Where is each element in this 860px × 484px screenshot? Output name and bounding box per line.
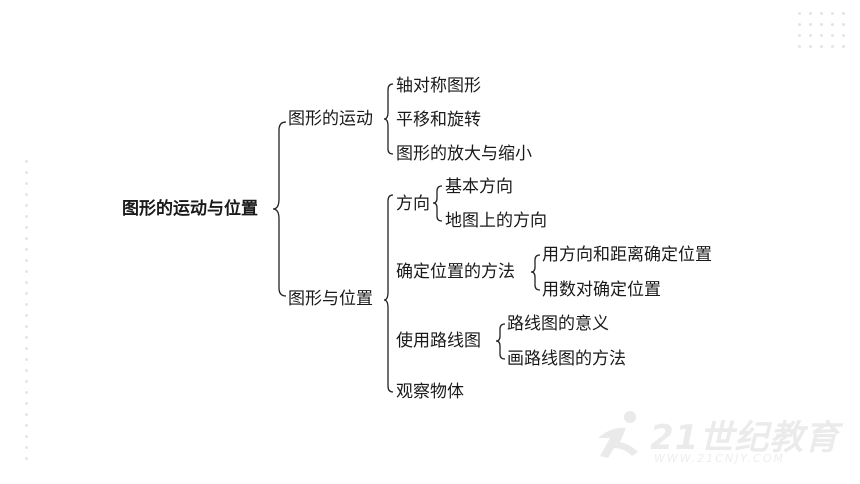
- decorative-dot: [25, 413, 28, 416]
- decorative-dot: [25, 226, 28, 229]
- decorative-dot: [25, 314, 28, 317]
- decorative-dot: [842, 23, 845, 26]
- leaf-route-map-meaning: 路线图的意义: [507, 314, 609, 334]
- group-observe-objects: 观察物体: [396, 382, 464, 402]
- decorative-dot: [25, 336, 28, 339]
- decorative-dot: [25, 325, 28, 328]
- decorative-dot: [25, 424, 28, 427]
- decorative-dot: [820, 12, 823, 15]
- decorative-dot: [820, 23, 823, 26]
- leaf-translation-rotation: 平移和旋转: [396, 110, 481, 130]
- decorative-dot: [820, 34, 823, 37]
- decorative-dot: [842, 34, 845, 37]
- decorative-dot: [25, 391, 28, 394]
- decorative-dot-grid: [798, 12, 852, 56]
- decorative-dot: [25, 259, 28, 262]
- leaf-draw-route-map: 画路线图的方法: [507, 349, 626, 369]
- decorative-dot: [25, 193, 28, 196]
- decorative-dot: [809, 23, 812, 26]
- decorative-dot: [842, 45, 845, 48]
- decorative-dot: [25, 358, 28, 361]
- runner-logo-icon: [598, 411, 638, 458]
- route-map-brace: [495, 323, 506, 360]
- decorative-dot: [25, 292, 28, 295]
- decorative-dot: [809, 34, 812, 37]
- decorative-dot-line: [25, 160, 29, 460]
- root-node: 图形的运动与位置: [122, 199, 258, 219]
- root-brace: [272, 121, 287, 297]
- decorative-dot: [25, 204, 28, 207]
- branch-graph-position: 图形与位置: [288, 289, 373, 309]
- decorative-dot: [842, 12, 845, 15]
- branch2-brace: [383, 194, 394, 393]
- decorative-dot: [798, 34, 801, 37]
- leaf-map-direction: 地图上的方向: [445, 211, 547, 231]
- decorative-dot: [25, 182, 28, 185]
- decorative-dot: [25, 215, 28, 218]
- decorative-dot: [25, 380, 28, 383]
- decorative-dot: [798, 12, 801, 15]
- decorative-dot: [25, 402, 28, 405]
- decorative-dot: [25, 270, 28, 273]
- decorative-dot: [831, 12, 834, 15]
- branch-graph-motion: 图形的运动: [288, 109, 373, 129]
- decorative-dot: [25, 347, 28, 350]
- watermark-logo: 21世纪教育 WWW.21CNJY.COM: [590, 408, 840, 472]
- decorative-dot: [25, 237, 28, 240]
- decorative-dot: [798, 23, 801, 26]
- watermark-title: 21世纪教育: [650, 418, 840, 458]
- decorative-dot: [25, 369, 28, 372]
- group-positioning-method: 确定位置的方法: [396, 262, 515, 282]
- decorative-dot: [831, 34, 834, 37]
- direction-brace: [432, 185, 443, 222]
- leaf-number-pair: 用数对确定位置: [542, 280, 661, 300]
- positioning-brace: [530, 254, 541, 291]
- decorative-dot: [25, 435, 28, 438]
- decorative-dot: [831, 23, 834, 26]
- decorative-dot: [831, 45, 834, 48]
- decorative-dot: [25, 446, 28, 449]
- group-direction: 方向: [396, 194, 430, 214]
- decorative-dot: [798, 45, 801, 48]
- decorative-dot: [809, 12, 812, 15]
- decorative-dot: [820, 45, 823, 48]
- decorative-dot: [25, 160, 28, 163]
- decorative-dot: [25, 171, 28, 174]
- branch1-brace: [383, 83, 394, 155]
- decorative-dot: [25, 248, 28, 251]
- decorative-dot: [809, 45, 812, 48]
- leaf-enlarge-shrink: 图形的放大与缩小: [396, 144, 532, 164]
- decorative-dot: [25, 281, 28, 284]
- group-route-map: 使用路线图: [396, 331, 481, 351]
- watermark-url: WWW.21CNJY.COM: [654, 452, 786, 465]
- decorative-dot: [25, 303, 28, 306]
- leaf-axial-symmetry: 轴对称图形: [396, 76, 481, 96]
- decorative-dot: [25, 457, 28, 460]
- leaf-direction-distance: 用方向和距离确定位置: [542, 245, 712, 265]
- leaf-basic-direction: 基本方向: [445, 177, 513, 197]
